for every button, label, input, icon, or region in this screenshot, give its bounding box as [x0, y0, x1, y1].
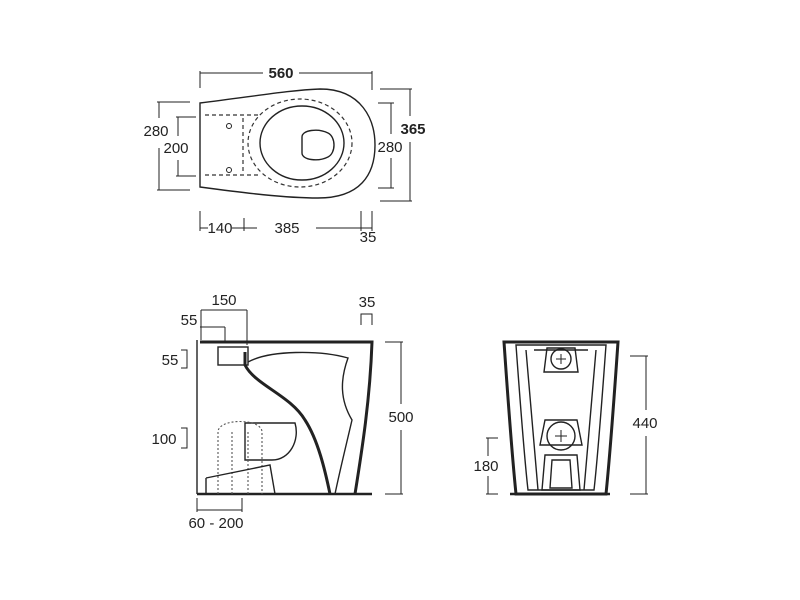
dim-label-35-side: 35	[359, 294, 376, 311]
dim-label-60-200: 60 - 200	[188, 515, 243, 532]
dim-label-440: 440	[632, 415, 657, 432]
front-view-shell	[502, 340, 620, 496]
dim-365-right: 365	[380, 88, 426, 202]
dim-label-385: 385	[274, 220, 299, 237]
dim-label-560: 560	[268, 65, 293, 82]
dim-60-200: 60 - 200	[188, 498, 244, 532]
inlet-hole-icon	[550, 348, 572, 370]
dim-55-left: 55	[162, 349, 188, 369]
outlet-trap	[244, 422, 297, 461]
dim-chain-bottom: 140 385 35	[199, 211, 377, 246]
dim-label-500: 500	[388, 409, 413, 426]
dim-55-top: 55	[181, 312, 226, 342]
dim-label-200-left: 200	[163, 140, 188, 157]
front-view-base	[541, 454, 581, 491]
dim-label-140: 140	[207, 220, 232, 237]
front-view-inner-frame	[515, 344, 607, 491]
front-view: 440 180	[473, 340, 658, 496]
inlet-cross-icon	[556, 354, 566, 364]
fixing-hole-icon	[226, 167, 232, 173]
front-view-inner-lines	[525, 349, 597, 491]
top-view-rear-dashed	[205, 114, 260, 176]
dim-200-left: 200	[163, 116, 196, 177]
side-view-bowl	[247, 351, 353, 495]
front-view-inlet-housing	[543, 347, 579, 373]
dim-500: 500	[385, 341, 414, 495]
dim-label-365-right: 365	[400, 121, 425, 138]
dim-label-150: 150	[211, 292, 236, 309]
dim-440: 440	[630, 355, 658, 495]
top-view-outline	[199, 88, 376, 199]
side-view-body	[200, 340, 374, 495]
dim-180: 180	[473, 437, 499, 495]
dim-label-55-top: 55	[181, 312, 198, 329]
side-view: 150 55 35 55 100 500 60 - 200	[151, 292, 413, 532]
dim-label-35-top: 35	[360, 229, 377, 246]
dim-label-55-left: 55	[162, 352, 179, 369]
dim-35-side: 35	[359, 294, 376, 325]
top-view-seat	[259, 105, 345, 181]
fixing-hole-icon	[226, 123, 232, 129]
waste-pipe-dotted	[217, 421, 263, 494]
dim-label-280-left: 280	[143, 123, 168, 140]
outlet-hole-icon	[546, 421, 576, 451]
dim-label-180: 180	[473, 458, 498, 475]
dim-150: 150	[200, 292, 248, 345]
dim-label-280-right: 280	[377, 139, 402, 156]
outlet-cross-icon	[555, 430, 567, 442]
top-view: 560 280 200 365 280 140 385 35	[143, 65, 425, 246]
top-view-seat-dashed	[247, 98, 353, 188]
dim-280-right: 280	[377, 102, 403, 189]
dim-100: 100	[151, 427, 188, 449]
dim-560: 560	[199, 65, 373, 90]
dim-280-left: 280	[143, 101, 190, 191]
top-view-bowl-opening	[301, 129, 335, 161]
inlet-pipe	[217, 346, 249, 366]
side-view-base	[205, 464, 276, 495]
dim-label-100: 100	[151, 431, 176, 448]
front-view-outlet-housing	[539, 419, 583, 446]
